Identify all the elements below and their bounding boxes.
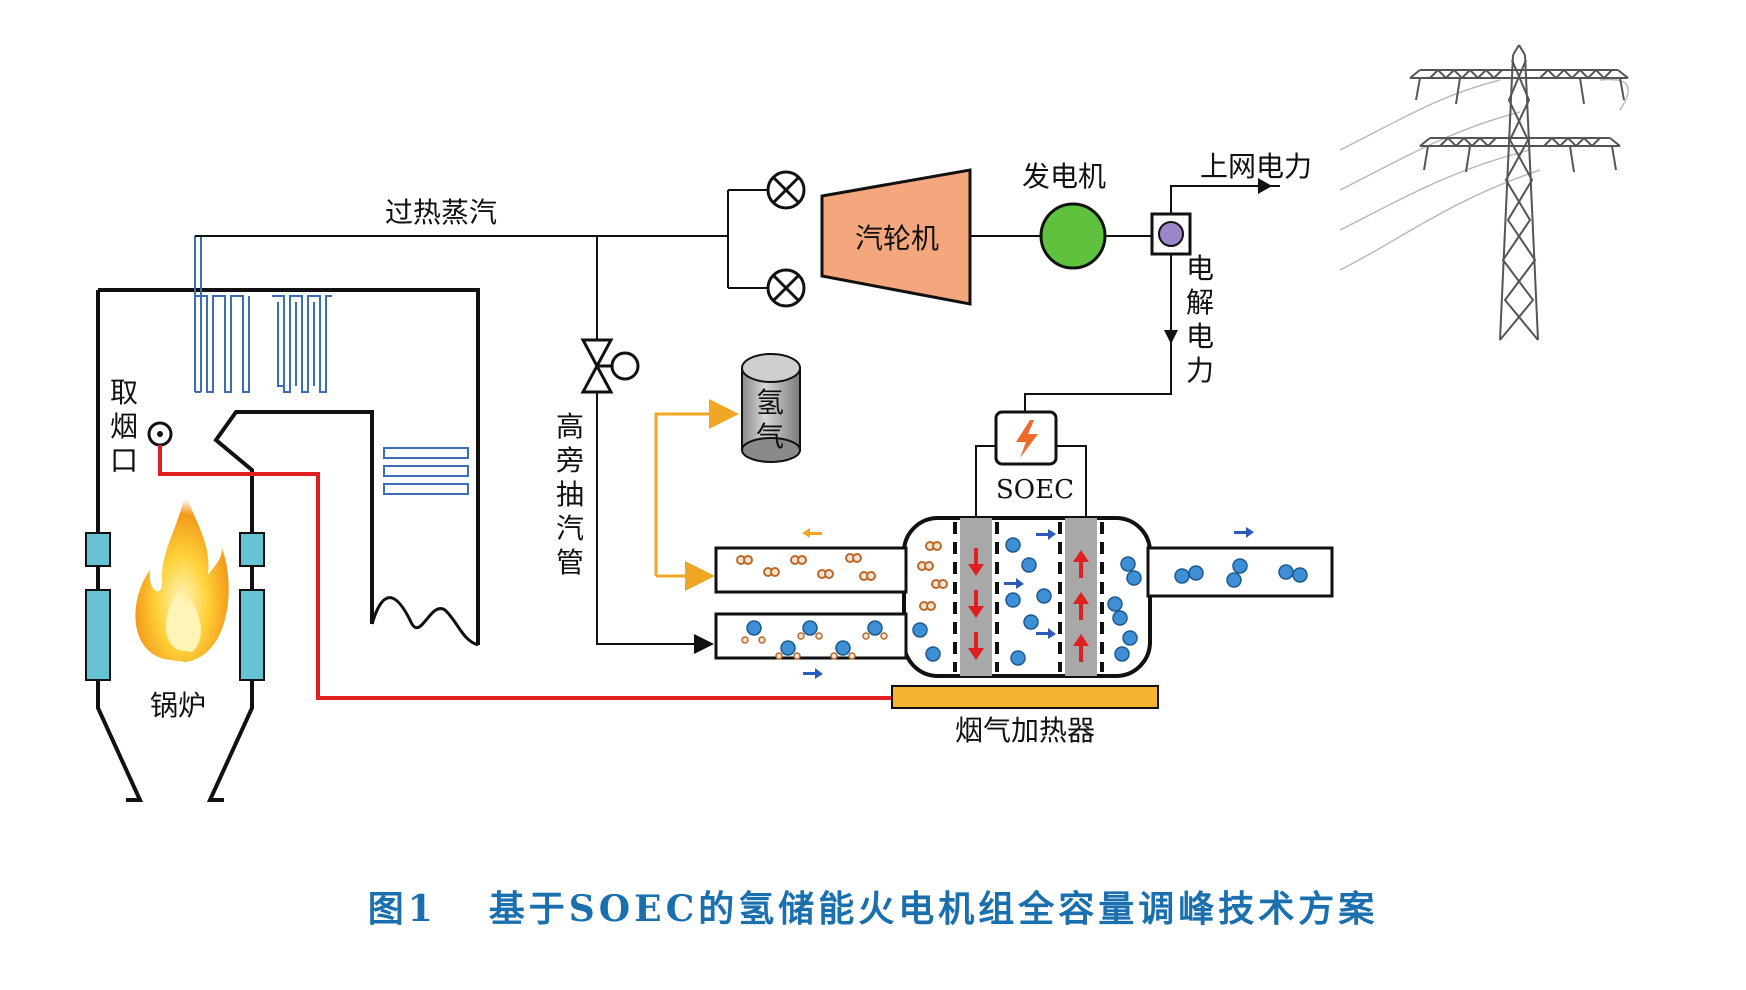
electrolysis-power-label-4: 力: [1186, 354, 1214, 387]
economizer-tubes: [383, 447, 469, 495]
flame-icon: [135, 490, 229, 662]
turbine: 汽轮机: [820, 168, 972, 306]
electrolysis-power-label-3: 电: [1186, 320, 1214, 353]
flue-intake-label-2: 烟: [110, 410, 138, 443]
hp-bypass-label-3: 抽: [556, 478, 584, 511]
valve-icon: [766, 170, 806, 210]
hydrogen-tank: 氢 气: [741, 353, 801, 463]
water-column-left-top: [85, 532, 111, 567]
power-switch: [1150, 212, 1192, 256]
superheater-tubes: [194, 236, 332, 393]
check-valve-icon: [580, 338, 640, 394]
boiler: 取 烟 口 锅炉: [85, 236, 480, 802]
flue-intake-label-1: 取: [110, 376, 138, 409]
electrolysis-power-label-2: 解: [1186, 286, 1214, 319]
valve-icon: [766, 268, 806, 308]
hydrogen-label-2: 气: [756, 420, 784, 453]
soec-stack: [802, 516, 1254, 679]
lightning-icon: [1016, 420, 1038, 458]
caption-number: 图1: [367, 888, 437, 930]
flue-gas-line: [158, 445, 892, 700]
water-column-right-top: [239, 532, 265, 567]
hydrogen-outlet-channel: [714, 546, 908, 594]
hp-bypass-label-2: 旁: [556, 444, 584, 477]
electrolysis-power-label-1: 电: [1186, 252, 1214, 285]
figure-caption: 图1 基于SOEC的氢储能火电机组全容量调峰技术方案: [0, 880, 1746, 932]
superheated-steam-label: 过热蒸汽: [385, 196, 497, 229]
water-column-right-bottom: [239, 589, 265, 681]
hydrogen-molecules: [736, 541, 948, 611]
soec-label: SOEC: [996, 475, 1074, 505]
diagram-canvas: 取 烟 口 锅炉 过热蒸汽 高 旁 抽: [85, 44, 1629, 802]
hp-bypass-label-4: 汽: [556, 512, 584, 545]
grid-power-label: 上网电力: [1200, 150, 1312, 183]
soec-power-unit: SOEC: [975, 410, 1087, 518]
boiler-label: 锅炉: [150, 689, 206, 722]
hydrogen-label-1: 氢: [756, 386, 784, 419]
steam-molecules: [741, 537, 1308, 666]
transmission-tower-icon: [1339, 44, 1629, 341]
water-column-left-bottom: [85, 589, 111, 681]
hp-bypass-label-1: 高: [556, 410, 584, 443]
flue-heater-label: 烟气加热器: [955, 714, 1095, 747]
generator: 发电机: [1022, 160, 1107, 270]
caption-title: 基于SOEC的氢储能火电机组全容量调峰技术方案: [488, 888, 1379, 930]
turbine-label: 汽轮机: [855, 222, 939, 255]
generator-label: 发电机: [1022, 160, 1106, 193]
flue-heater: [891, 685, 1159, 709]
hp-bypass-label-5: 管: [556, 546, 584, 579]
steam-piping: 过热蒸汽 高 旁 抽 汽 管: [194, 170, 806, 654]
flue-intake-label-3: 口: [110, 444, 138, 477]
